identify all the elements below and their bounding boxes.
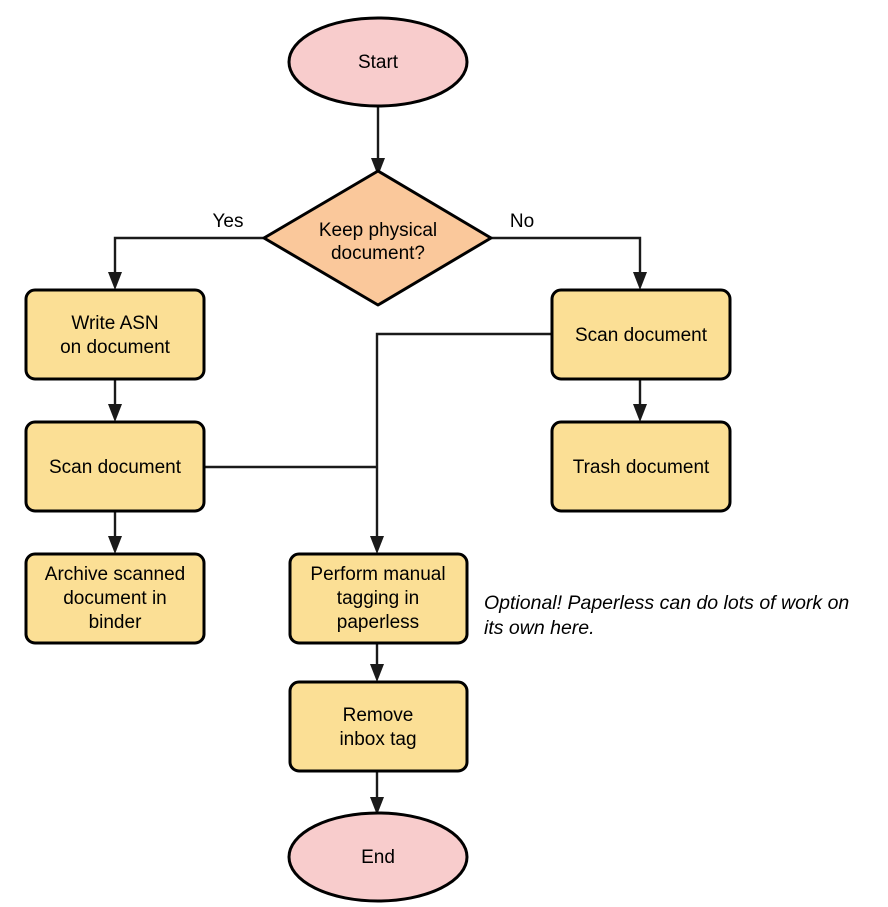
- scan-document-left-box[interactable]: [24, 420, 206, 513]
- edge-decision-yes-to-write-asn: [108, 236, 264, 290]
- scan-document-right-label: Scan document: [575, 325, 708, 346]
- node-trash-document[interactable]: Trash document: [550, 420, 732, 513]
- tagging-box[interactable]: [288, 552, 469, 645]
- node-archive-scanned-document[interactable]: Archive scanned document in binder: [24, 552, 206, 645]
- node-scan-document-left[interactable]: Scan document: [24, 420, 206, 513]
- end-ellipse[interactable]: [287, 811, 469, 903]
- edge-scan-right-to-trash: [633, 379, 647, 422]
- start-ellipse[interactable]: [287, 16, 469, 108]
- scan-document-left-label: Scan document: [49, 457, 182, 478]
- archive-label-line2: document in: [63, 588, 167, 609]
- node-remove-inbox-tag[interactable]: Remove inbox tag: [288, 680, 469, 773]
- write-asn-label-line2: on document: [60, 337, 171, 358]
- archive-label-line1: Archive scanned: [45, 564, 185, 585]
- node-decision-keep-physical-document[interactable]: Keep physical document?: [262, 169, 493, 307]
- end-label: End: [361, 847, 395, 868]
- node-write-asn-on-document[interactable]: Write ASN on document: [24, 288, 206, 381]
- write-asn-box[interactable]: [24, 288, 206, 381]
- node-end[interactable]: End: [287, 811, 469, 903]
- remove-inbox-label-line1: Remove: [343, 705, 414, 726]
- trash-document-label: Trash document: [573, 457, 710, 478]
- start-label: Start: [358, 52, 399, 73]
- edge-tagging-to-remove-inbox: [370, 643, 384, 682]
- edge-scan-right-to-tagging: [370, 332, 552, 554]
- remove-inbox-tag-box[interactable]: [288, 680, 469, 773]
- tagging-label-line2: tagging in: [337, 588, 419, 609]
- trash-document-box[interactable]: [550, 420, 732, 513]
- decision-diamond[interactable]: [262, 169, 493, 307]
- edge-scan-left-to-archive: [108, 511, 122, 554]
- annotation-line1: Optional! Paperless can do lots of work …: [484, 592, 849, 614]
- decision-label-line1: Keep physical: [319, 220, 437, 241]
- scan-document-right-box[interactable]: [550, 288, 732, 381]
- node-perform-manual-tagging[interactable]: Perform manual tagging in paperless: [288, 552, 469, 645]
- write-asn-label-line1: Write ASN: [71, 313, 158, 334]
- annotation-line2: its own here.: [484, 617, 595, 639]
- edge-label-no: No: [510, 211, 534, 232]
- annotation-note: Optional! Paperless can do lots of work …: [484, 592, 849, 639]
- edge-write-asn-to-scan-left: [108, 379, 122, 422]
- archive-label-line3: binder: [89, 612, 142, 633]
- edge-decision-no-to-scan-right: [491, 236, 647, 290]
- edge-start-to-decision: [371, 104, 385, 176]
- node-start[interactable]: Start: [287, 16, 469, 108]
- tagging-label-line1: Perform manual: [310, 564, 445, 585]
- tagging-label-line3: paperless: [337, 612, 419, 633]
- remove-inbox-label-line2: inbox tag: [339, 729, 416, 750]
- node-scan-document-right[interactable]: Scan document: [550, 288, 732, 381]
- decision-label-line2: document?: [331, 243, 425, 264]
- edge-label-yes: Yes: [213, 211, 244, 232]
- edge-remove-inbox-to-end: [370, 770, 384, 815]
- archive-box[interactable]: [24, 552, 206, 645]
